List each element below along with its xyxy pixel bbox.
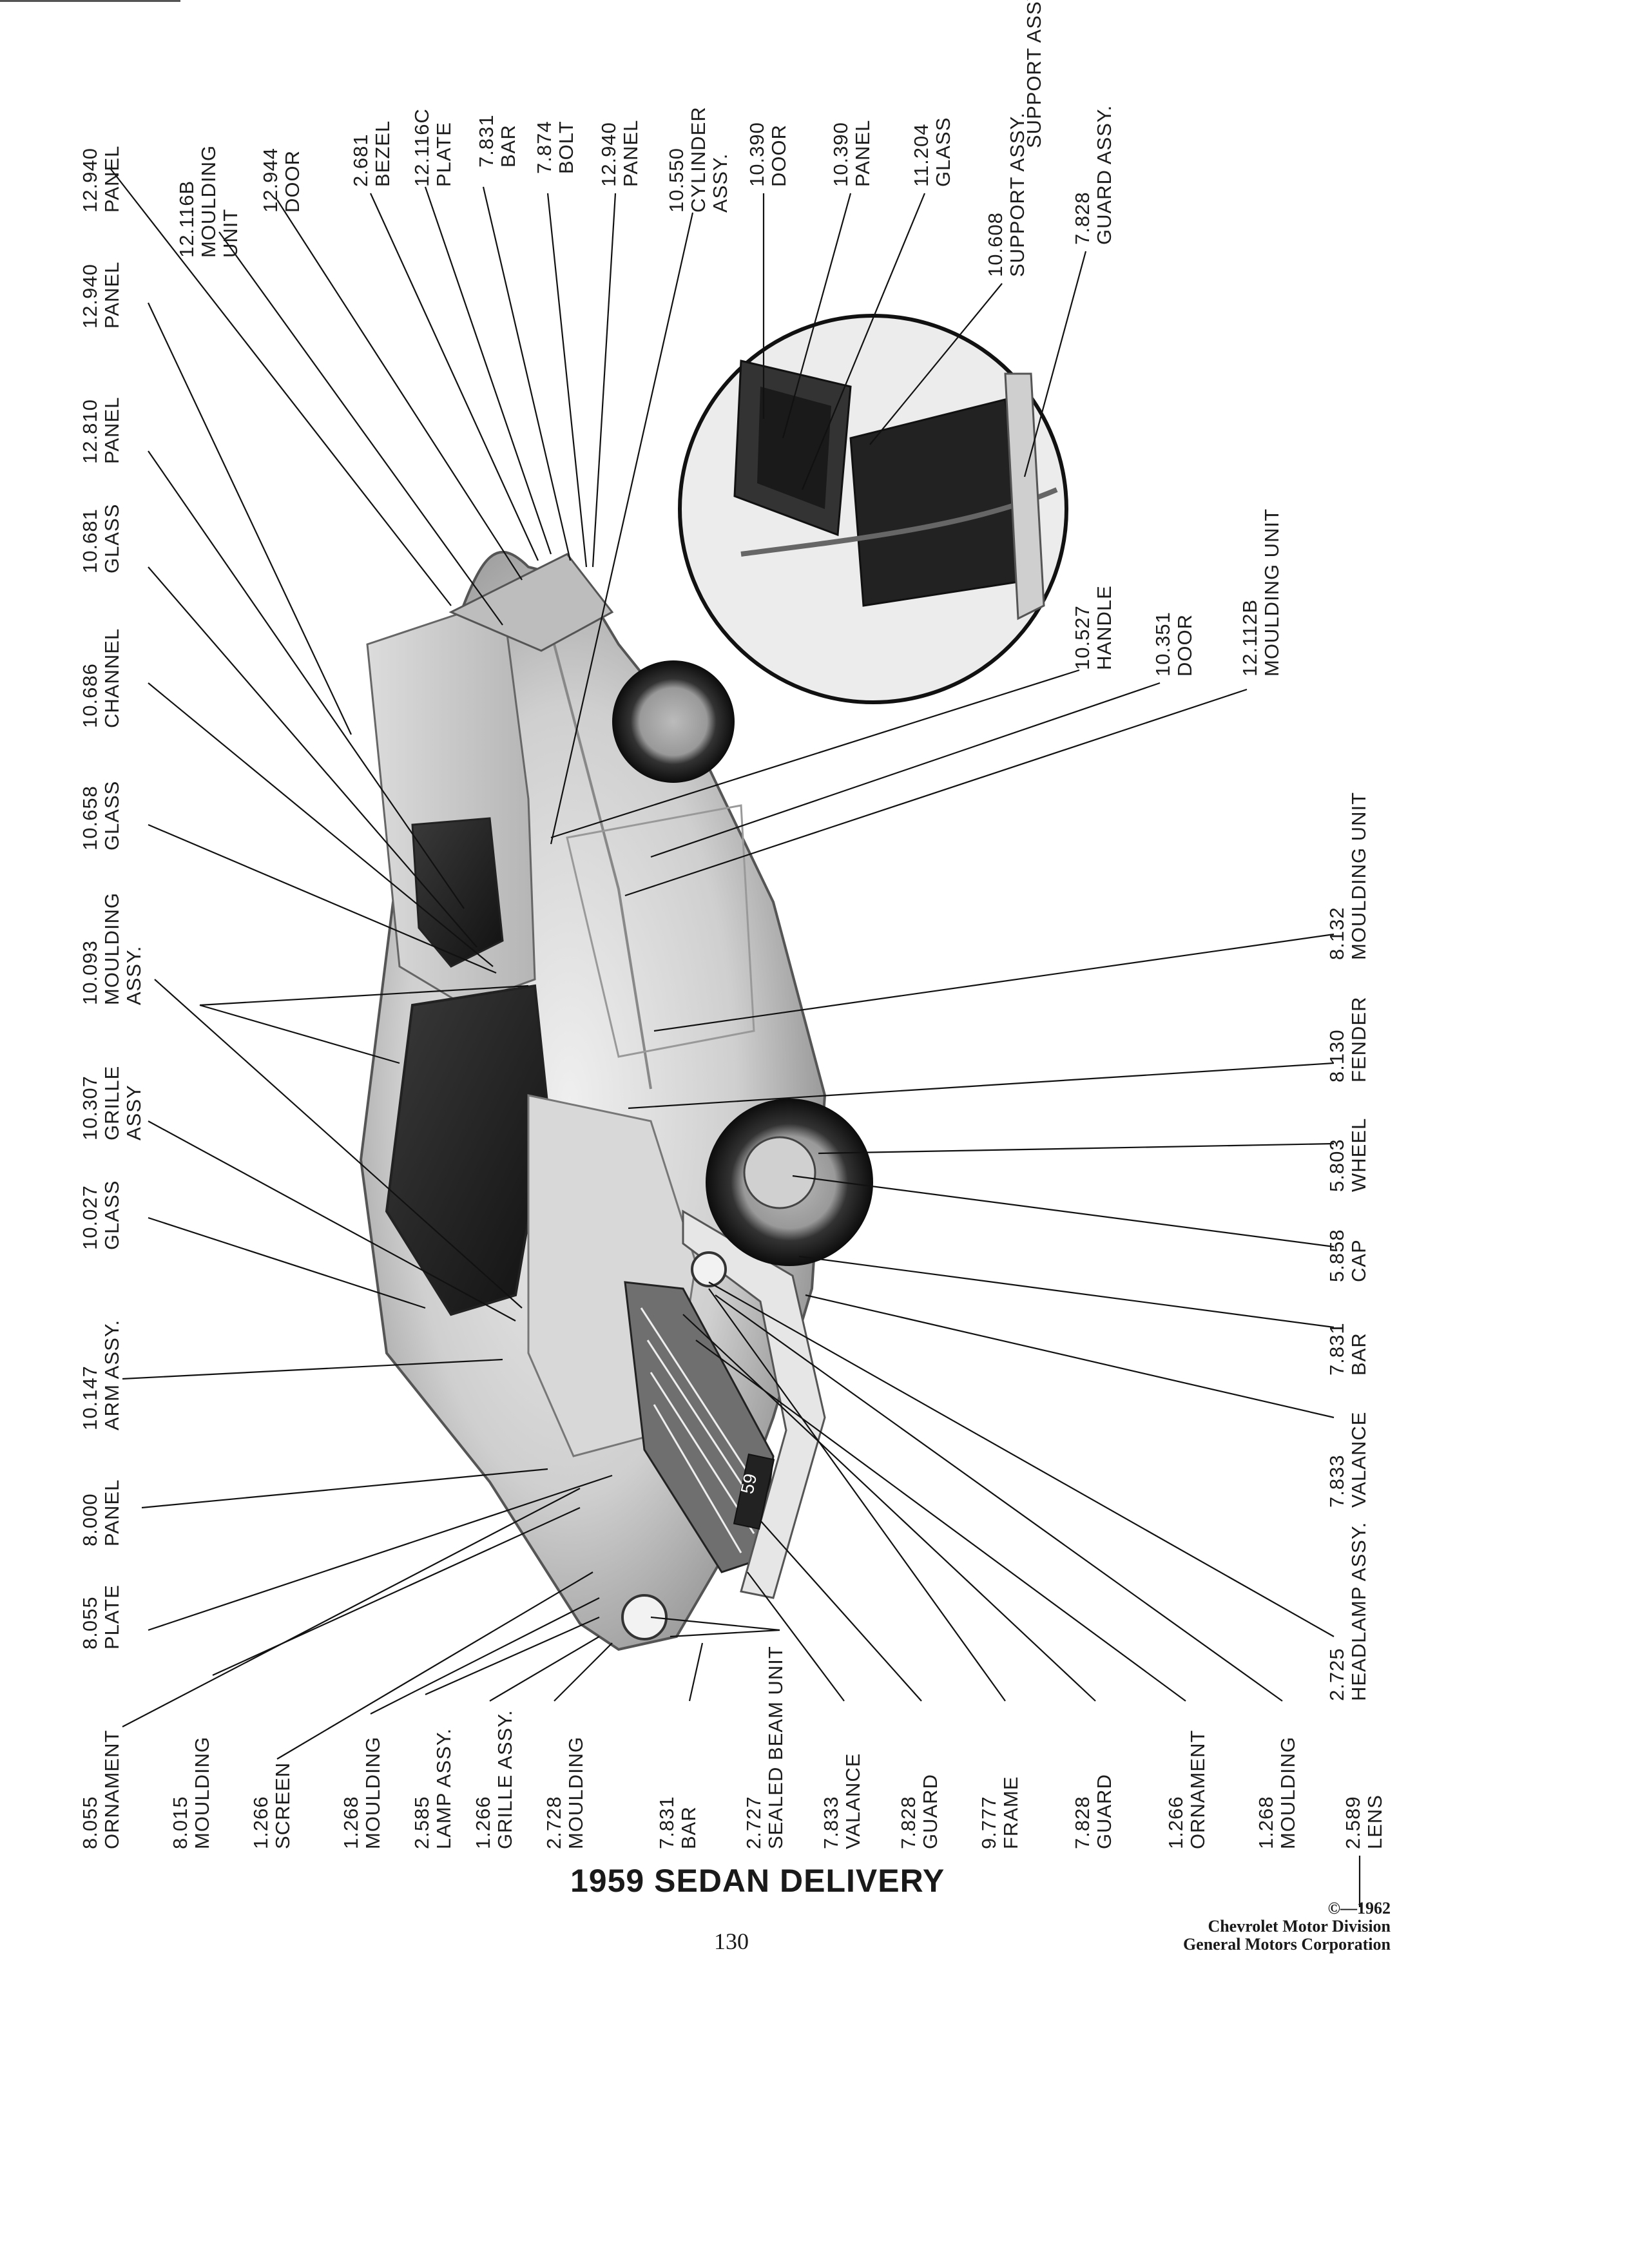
callout-top-0: 12.940PANEL: [79, 146, 123, 213]
callout-bottom-10: 7.828GUARD: [897, 1774, 941, 1849]
callout-top-14: 7.828GUARD ASSY.: [1071, 105, 1115, 245]
callout-bottom-4: 2.585LAMP ASSY.: [410, 1728, 455, 1849]
headlamp-lower: [621, 1594, 668, 1640]
copyright-year: ©—1962: [1327, 1899, 1391, 1917]
callout-bottom-5: 1.266GRILLE ASSY.: [472, 1710, 516, 1850]
callout-top-12: SUPPORT ASSY.: [1023, 0, 1045, 148]
inset-guard: [1004, 372, 1045, 620]
headlamp-upper: [691, 1251, 727, 1287]
callout-left-8: 10.147ARM ASSY.: [79, 1320, 123, 1430]
callout-left-5: 10.093MOULDINGASSY.: [79, 892, 145, 1005]
callout-left-1: 12.810PANEL: [79, 397, 123, 464]
copyright-division: Chevrolet Motor Division: [1208, 1917, 1391, 1936]
license-plate-text: 59: [737, 1472, 761, 1495]
callout-right-1: 10.351DOOR: [1152, 611, 1196, 677]
license-plate: [733, 1453, 775, 1530]
callout-top-7: 12.940PANEL: [597, 120, 642, 187]
callout-left-0: 12.940PANEL: [79, 262, 123, 329]
callout-top-10: 10.390PANEL: [829, 120, 874, 187]
car-illustration: 59: [359, 550, 873, 1651]
callout-top-2: 12.944DOOR: [259, 148, 304, 213]
callout-bottom-12: 7.828GUARD: [1071, 1774, 1115, 1849]
callout-bottom-1: 8.015MOULDING: [169, 1736, 213, 1849]
callout-left-9: 8.000PANEL: [79, 1479, 123, 1546]
rear-wheel: [612, 660, 735, 783]
grille-bars: [640, 1307, 758, 1553]
callout-top-11: 11.204GLASS: [910, 117, 954, 187]
callout-bottom-13: 1.266ORNAMENT: [1164, 1730, 1209, 1849]
callout-right-2: 12.112BMOULDING UNIT: [1239, 508, 1283, 677]
callout-left-4: 10.658GLASS: [79, 781, 123, 850]
top-rule: [0, 0, 180, 2]
callout-bottom-0: 8.055ORNAMENT: [79, 1730, 123, 1849]
callout-right-3: 8.132MOULDING UNIT: [1325, 792, 1370, 960]
callout-top-9: 10.390DOOR: [746, 122, 790, 187]
callout-right-9: 2.725HEADLAMP ASSY.: [1325, 1522, 1370, 1701]
callout-bottom-7: 7.831BAR: [655, 1796, 700, 1849]
copyright-block: ©—1962 Chevrolet Motor Division General …: [1183, 1899, 1391, 1954]
inset-opening: [849, 398, 1032, 607]
callout-top-13: 10.608SUPPORT ASSY.: [984, 112, 1028, 277]
tail-fin: [448, 553, 614, 652]
callout-right-4: 8.130FENDER: [1325, 997, 1370, 1082]
leader-lines: [109, 167, 1361, 1907]
callout-left-3: 10.686CHANNEL: [79, 628, 123, 728]
callout-right-5: 5.803WHEEL: [1325, 1118, 1370, 1192]
inset-door-panel: [757, 387, 831, 509]
callout-right-8: 7.833VALANCE: [1325, 1412, 1370, 1508]
callout-top-8: 10.550CYLINDERASSY.: [665, 106, 731, 213]
callout-right-7: 7.831BAR: [1325, 1322, 1370, 1376]
copyright-corporation: General Motors Corporation: [1182, 1935, 1391, 1954]
hub-cap: [743, 1136, 816, 1209]
callout-labels: 12.940PANEL 12.116BMOULDINGUNIT 12.944DO…: [79, 0, 1386, 1849]
callout-bottom-11: 9.777FRAME: [978, 1776, 1022, 1850]
callout-top-5: 7.831BAR: [475, 114, 519, 168]
page-number: 130: [714, 1928, 749, 1954]
callout-top-6: 7.874BOLT: [533, 120, 577, 174]
callout-left-6: 10.307GRILLEASSY: [79, 1066, 145, 1140]
callout-bottom-14: 1.268MOULDING: [1255, 1736, 1299, 1849]
page-title: 1959 SEDAN DELIVERY: [570, 1863, 945, 1899]
callout-bottom-15: 2.589LENS: [1342, 1794, 1386, 1849]
callout-right-0: 10.527HANDLE: [1071, 585, 1115, 670]
door-outline: [566, 804, 755, 1058]
callout-right-6: 5.858CAP: [1325, 1229, 1370, 1282]
callout-left-2: 10.681GLASS: [79, 504, 123, 573]
callout-bottom-3: 1.268MOULDING: [340, 1736, 384, 1849]
rear-door-inset: [678, 314, 1068, 704]
callout-bottom-8: 2.727SEALED BEAM UNIT: [742, 1646, 787, 1849]
callout-left-7: 10.027GLASS: [79, 1180, 123, 1250]
callout-top-4: 12.116CPLATE: [410, 108, 455, 187]
callout-top-1: 12.116BMOULDINGUNIT: [175, 145, 242, 258]
callout-top-3: 2.681BEZEL: [349, 120, 394, 187]
callout-left-10: 8.055PLATE: [79, 1584, 123, 1649]
callout-bottom-9: 7.833VALANCE: [820, 1753, 864, 1849]
callout-bottom-6: 2.728MOULDING: [543, 1736, 587, 1849]
side-moulding: [553, 644, 652, 1090]
callout-bottom-2: 1.266SCREEN: [249, 1762, 294, 1849]
windshield: [385, 984, 550, 1316]
